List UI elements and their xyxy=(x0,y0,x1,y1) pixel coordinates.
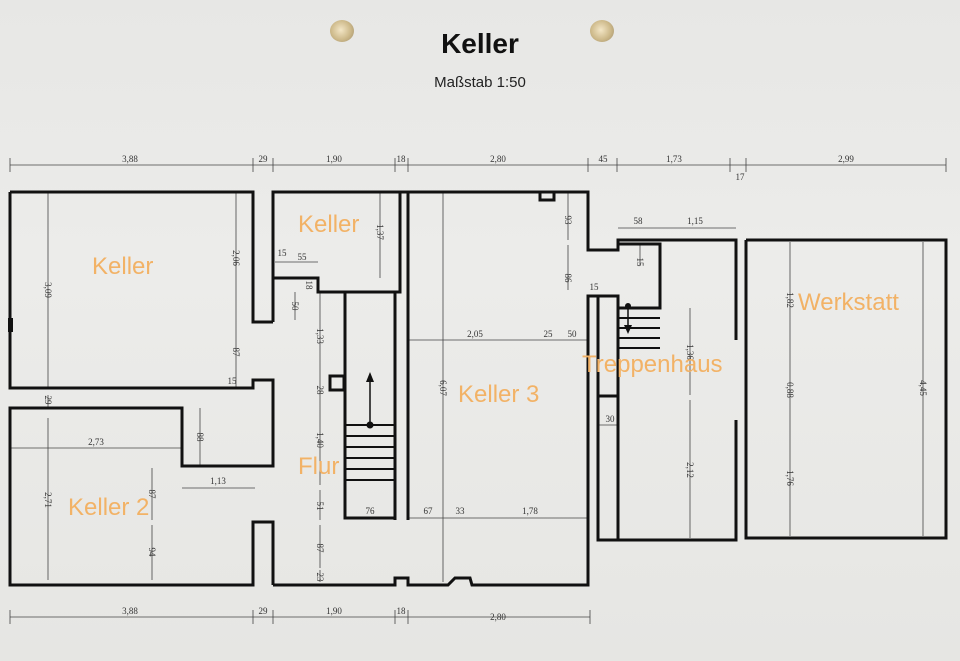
dim-136: 1,36 xyxy=(685,344,695,360)
dim-w445: 4,45 xyxy=(918,380,928,396)
dimension-lines xyxy=(9,158,947,624)
dim-top-2: 29 xyxy=(259,154,269,164)
room-labels: Keller Keller Keller 2 Keller 3 Flur Tre… xyxy=(68,211,899,521)
dim-67: 67 xyxy=(424,506,434,516)
dim-top-9: 2,99 xyxy=(838,154,854,164)
dim-178: 1,78 xyxy=(522,506,538,516)
dim-25: 25 xyxy=(544,329,554,339)
dim-bottom-4: 18 xyxy=(397,606,407,616)
dim-top-6: 45 xyxy=(599,154,609,164)
room-werkstatt: Werkstatt xyxy=(798,289,899,316)
dim-top-1: 3,88 xyxy=(122,154,138,164)
dim-keller3-height: 6,07 xyxy=(438,380,448,396)
dim-top-3: 1,90 xyxy=(326,154,342,164)
dim-55: 55 xyxy=(298,252,308,262)
room-flur: Flur xyxy=(298,453,339,480)
stair-arrow-down-icon xyxy=(624,303,632,334)
dim-flur-28: 28 xyxy=(315,386,325,396)
dim-86: 86 xyxy=(563,274,573,284)
dim-bottom-1: 3,88 xyxy=(122,606,138,616)
dim-29: 29 xyxy=(43,396,53,406)
room-keller-small: Keller xyxy=(298,211,359,238)
dim-76: 76 xyxy=(366,506,376,516)
dim-flur-140: 1,40 xyxy=(315,432,325,448)
dim-94: 94 xyxy=(147,548,157,558)
dim-205: 2,05 xyxy=(467,329,483,339)
dim-keller-right-upper: 2,06 xyxy=(231,250,241,266)
dim-keller2-width: 2,73 xyxy=(88,437,104,447)
dim-w182: 1,82 xyxy=(785,292,795,308)
plan-scale: Maßstab 1:50 xyxy=(434,74,526,91)
room-keller-3: Keller 3 xyxy=(458,381,539,408)
dim-flur-23: 23 xyxy=(315,573,325,583)
dim-top-4: 18 xyxy=(397,154,407,164)
dim-33: 33 xyxy=(456,506,466,516)
dim-flur-51: 51 xyxy=(315,502,325,511)
dimension-labels: 3,88 29 1,90 18 2,80 45 1,73 17 2,99 3,8… xyxy=(43,154,928,622)
dim-top-5: 2,80 xyxy=(490,154,506,164)
dim-keller-height: 3,09 xyxy=(43,282,53,298)
dim-15a: 15 xyxy=(278,248,288,258)
dim-18: 18 xyxy=(304,281,314,291)
dim-keller-right-lower: 87 xyxy=(231,348,241,358)
dim-212: 2,12 xyxy=(685,462,695,478)
dim-87b: 87 xyxy=(147,490,157,500)
dim-50b: 50 xyxy=(568,329,578,339)
dim-15d: 15 xyxy=(635,258,645,268)
room-keller-2: Keller 2 xyxy=(68,494,149,521)
stair-arrow-icon xyxy=(366,372,374,429)
dim-15b: 15 xyxy=(228,376,238,386)
walls xyxy=(8,190,948,587)
punch-hole-right xyxy=(590,20,614,42)
room-treppenhaus: Treppenhaus xyxy=(582,351,723,378)
dim-58: 58 xyxy=(634,216,644,226)
dim-top-8: 17 xyxy=(736,172,746,182)
dim-50a: 50 xyxy=(290,302,300,312)
punch-hole-left xyxy=(330,20,354,42)
dim-30: 30 xyxy=(606,414,616,424)
dim-bottom-3: 1,90 xyxy=(326,606,342,616)
plan-title: Keller xyxy=(441,28,519,59)
dim-keller-small-height: 1,37 xyxy=(375,224,385,240)
dim-bottom-5: 2,80 xyxy=(490,612,506,622)
dim-88: 88 xyxy=(195,433,205,443)
dim-113: 1,13 xyxy=(210,476,226,486)
dim-top-7: 1,73 xyxy=(666,154,682,164)
dim-15c: 15 xyxy=(590,282,600,292)
window-marker xyxy=(8,318,13,332)
dim-w088: 0,88 xyxy=(785,382,795,398)
dim-w176: 1,76 xyxy=(785,470,795,486)
room-keller: Keller xyxy=(92,253,153,280)
dim-keller2-height: 2,71 xyxy=(43,492,53,508)
dim-flur-87: 87 xyxy=(315,544,325,554)
dim-93: 93 xyxy=(563,216,573,226)
dim-bottom-2: 29 xyxy=(259,606,269,616)
dim-flur-133: 1,33 xyxy=(315,328,325,344)
dim-115: 1,15 xyxy=(687,216,703,226)
